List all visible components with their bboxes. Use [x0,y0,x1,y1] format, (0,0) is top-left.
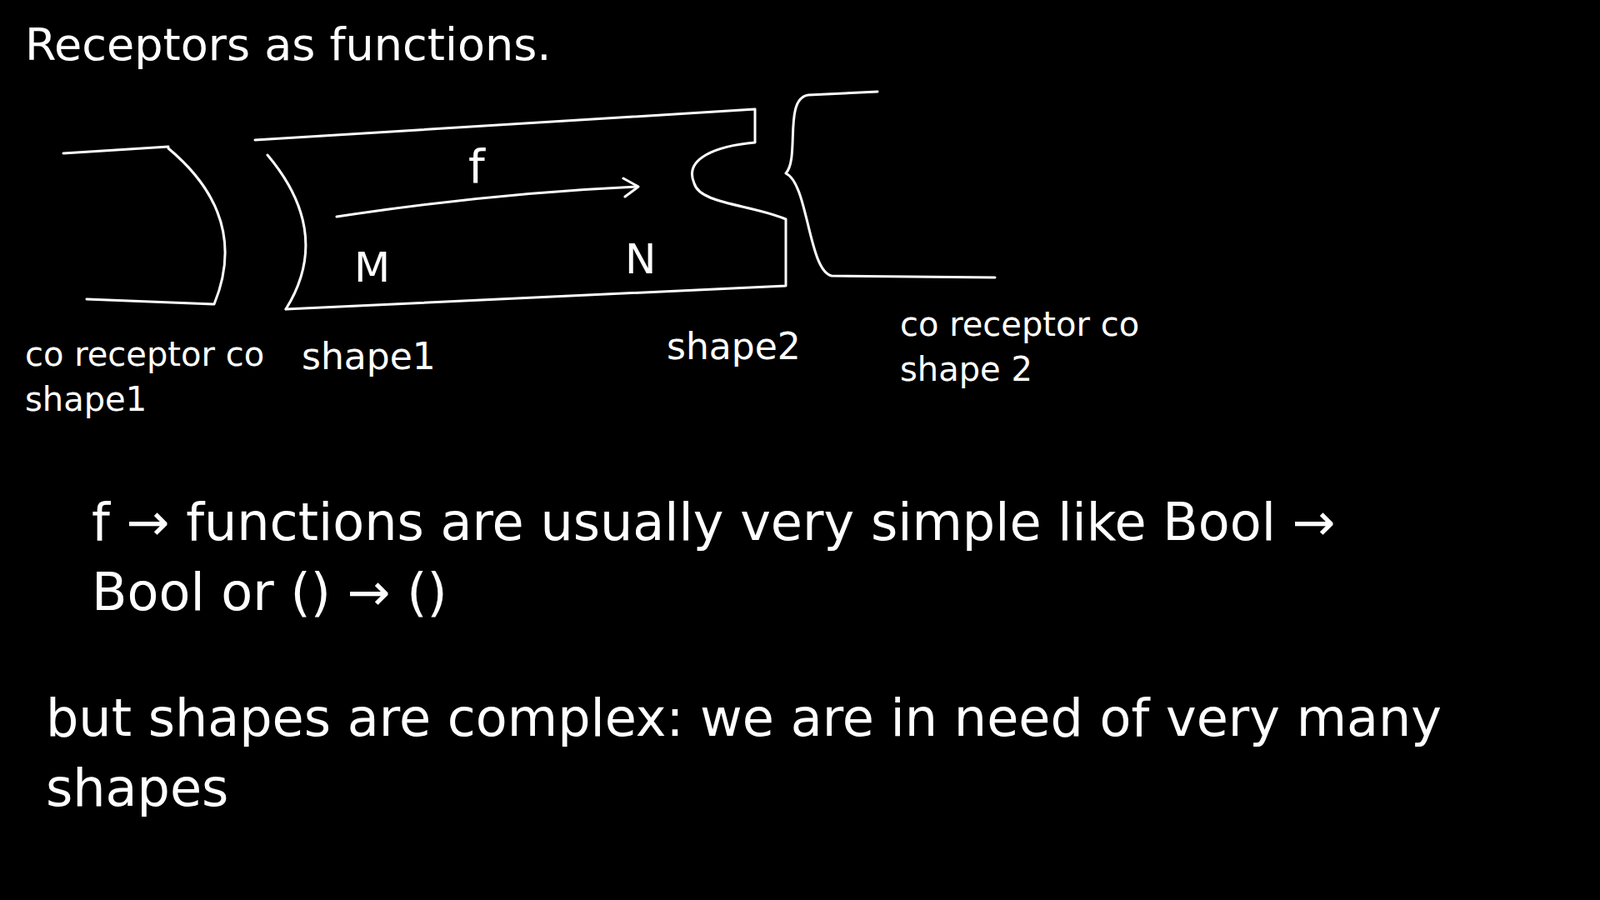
note-text: but shapes are complex: we are in need o… [45,683,1563,823]
outline-stroke [63,146,169,154]
outline-stroke [785,91,995,278]
shape-label: shape2 [666,321,801,371]
note-text: f → functions are usually very simple li… [91,487,1342,627]
outline-stroke [86,148,225,305]
domain-label: M [354,240,390,297]
co-receptor-shape: co receptor co shape 2 [775,83,1009,292]
co-receptor-label: co receptor co shape 2 [900,301,1150,392]
shape-outline [775,83,1009,292]
shape-outline [58,141,242,309]
function-arrow [336,186,638,217]
title-text: Receptors as functions. [25,15,552,76]
co-receptor-shape: co receptor co shape1 [58,141,242,309]
function-name: f [468,135,485,199]
outline-stroke [267,155,306,310]
shape-outline [250,100,800,317]
outline-stroke [255,109,786,310]
co-receptor-label: co receptor co shape1 [25,331,267,422]
receptor-shape: fM N [250,100,800,317]
shape-label: shape1 [301,331,436,381]
codomain-label: N [625,231,656,289]
function-arrow [623,178,639,197]
